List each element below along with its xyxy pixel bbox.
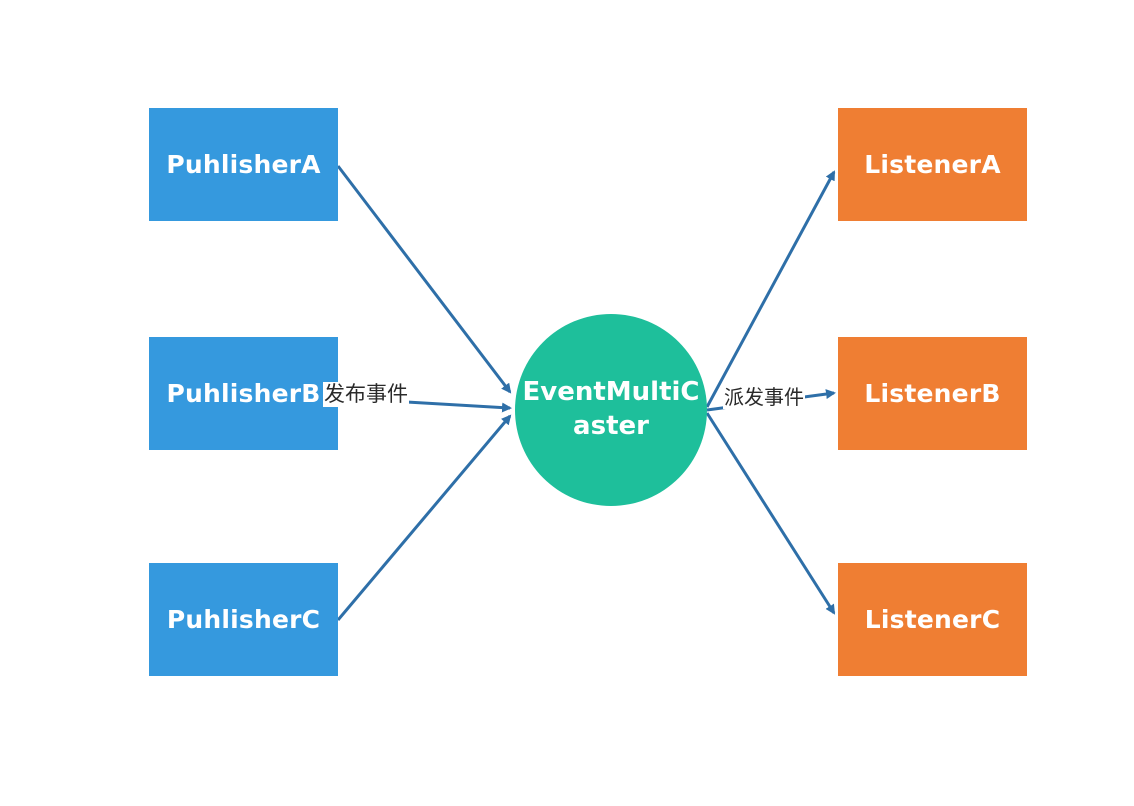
listener-c-box[interactable]: ListenerC (838, 563, 1027, 676)
event-multicaster-node[interactable]: EventMultiCaster (515, 314, 707, 506)
publisher-c-box[interactable]: PuhlisherC (149, 563, 338, 676)
arrow-puhlishera-to-hub (336, 165, 512, 394)
arrow-puhlisherc-to-hub (336, 414, 512, 621)
publish-event-label: 发布事件 (323, 382, 409, 408)
arrow-hub-to-listenera (705, 170, 836, 408)
dispatch-event-label: 派发事件 (723, 385, 805, 409)
publisher-a-box[interactable]: PuhlisherA (149, 108, 338, 221)
listener-a-box[interactable]: ListenerA (838, 108, 1027, 221)
publisher-b-box[interactable]: PuhlisherB (149, 337, 338, 450)
arrow-hub-to-listenerc (705, 412, 836, 615)
listener-b-box[interactable]: ListenerB (838, 337, 1027, 450)
